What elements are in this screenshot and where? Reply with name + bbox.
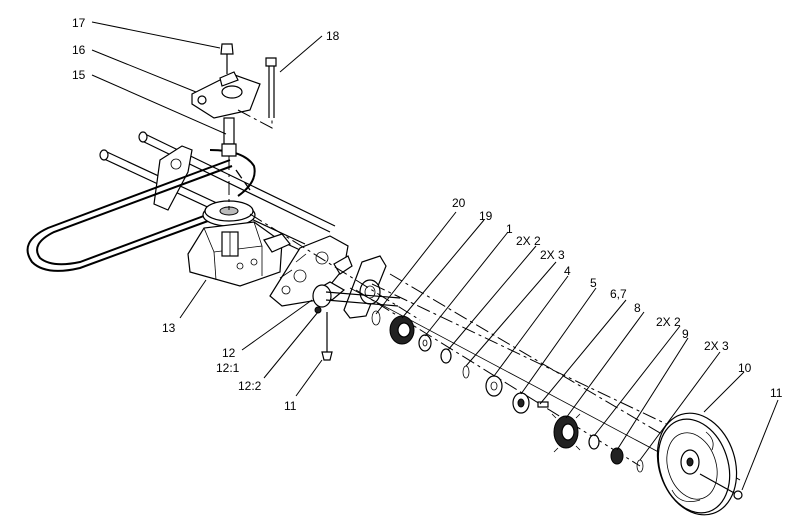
bolt-11-left bbox=[314, 306, 333, 361]
callout-4: 4 bbox=[564, 264, 571, 278]
callout-6-7: 6,7 bbox=[610, 287, 627, 301]
shaft-clamp bbox=[312, 255, 401, 308]
washer-2x2-b bbox=[588, 434, 600, 450]
gear-8 bbox=[551, 413, 581, 453]
callout-12-2: 12:2 bbox=[238, 379, 262, 393]
callout-15: 15 bbox=[72, 68, 86, 82]
callout-12: 12 bbox=[222, 346, 236, 360]
callout-2x2-a: 2X 2 bbox=[516, 234, 541, 248]
ring-20 bbox=[371, 310, 381, 326]
callout-13: 13 bbox=[162, 321, 176, 335]
bolt-18 bbox=[265, 57, 277, 118]
callout-18: 18 bbox=[326, 29, 340, 43]
hardware-stack bbox=[371, 310, 644, 473]
leader-lines bbox=[91, 21, 779, 491]
callout-16: 16 bbox=[72, 43, 86, 57]
gearbox bbox=[187, 221, 291, 287]
callout-8: 8 bbox=[634, 301, 641, 315]
bracket-left bbox=[153, 145, 193, 211]
key-6-7 bbox=[537, 401, 549, 408]
callout-17: 17 bbox=[72, 16, 86, 30]
callout-12-1: 12:1 bbox=[216, 361, 240, 375]
callout-5: 5 bbox=[590, 276, 597, 290]
drive-belt bbox=[26, 149, 256, 272]
bolt-11-right bbox=[699, 473, 743, 500]
washer-4 bbox=[485, 375, 503, 397]
callout-19: 19 bbox=[479, 209, 493, 223]
washer-1 bbox=[418, 334, 432, 352]
callout-2x3-a: 2X 3 bbox=[540, 248, 565, 262]
upper-bracket bbox=[191, 71, 261, 119]
callout-labels: 17 16 15 18 13 12 12:1 12:2 11 20 19 1 2… bbox=[72, 16, 783, 413]
callout-11-left: 11 bbox=[284, 399, 297, 413]
callout-20: 20 bbox=[452, 196, 466, 210]
washer-2x2-a bbox=[440, 348, 452, 364]
bushing-9 bbox=[610, 447, 624, 465]
callout-9: 9 bbox=[682, 327, 689, 341]
wheel-10 bbox=[656, 412, 738, 516]
callout-2x2-b: 2X 2 bbox=[656, 315, 681, 329]
bolt-17 bbox=[220, 43, 234, 74]
callout-11-right: 11 bbox=[770, 386, 783, 400]
clip-2x3-a bbox=[462, 365, 470, 379]
callout-2x3-b: 2X 3 bbox=[704, 339, 729, 353]
callout-1: 1 bbox=[506, 222, 513, 236]
alignment-line-upper bbox=[237, 109, 273, 129]
callout-10: 10 bbox=[738, 361, 752, 375]
spacer-15 bbox=[221, 117, 237, 210]
gearbox-pulley bbox=[202, 200, 256, 227]
